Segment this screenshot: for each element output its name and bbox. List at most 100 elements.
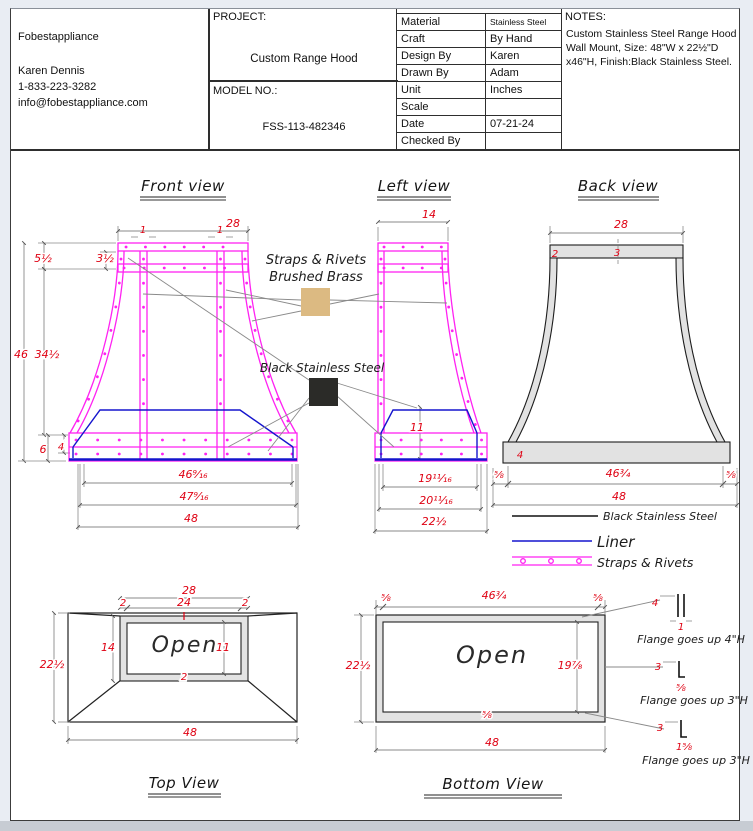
callout-leader-lines [127, 257, 448, 452]
bottom-view-open-label: Open [456, 641, 528, 669]
title-block-company-cell: Fobestappliance Karen Dennis 1-833-223-3… [11, 9, 208, 149]
top-dim-vent-width: 28 [182, 584, 196, 597]
notes-label: NOTES: [565, 11, 606, 23]
flange-2-glyph [678, 661, 685, 678]
front-dim-top-height: 5½ [34, 252, 52, 265]
bottom-view: Open ⅝ 46¾ ⅝ 22½ 19⁷⁄₈ ⅝ 48 Bottom View [344, 588, 608, 799]
front-dim-width-top: 28 [226, 217, 240, 230]
bottom-dim-depth: 22½ [346, 659, 371, 672]
top-dim-vent-inner-width: 24 [177, 596, 191, 609]
front-dim-strap-left: 1 [140, 225, 146, 236]
material-callouts: Straps & Rivets Brushed Brass Black Stai… [127, 253, 448, 452]
spec-label: Craft [401, 33, 425, 45]
spec-value: Stainless Steel [485, 14, 562, 30]
contact-name: Karen Dennis [18, 65, 85, 77]
title-block: Fobestappliance Karen Dennis 1-833-223-3… [11, 9, 739, 151]
back-dim-width-top: 28 [614, 218, 628, 231]
left-rivets [379, 245, 484, 456]
brushed-brass-swatch [301, 288, 330, 316]
back-dim-corner: 2 [552, 249, 558, 260]
flange-2-note: Flange goes up 3"H [640, 694, 748, 707]
left-dim-depth-top: 14 [422, 208, 436, 221]
front-dim-strap-right: 1 [217, 225, 223, 236]
left-dim-liner-height: 11 [410, 421, 424, 434]
project-label: PROJECT: [213, 11, 267, 23]
contact-phone: 1-833-223-3282 [18, 81, 97, 93]
flange-3-note: Flange goes up 3"H [642, 754, 750, 767]
top-dim-vent-offset-left: 2 [120, 598, 126, 609]
legend-straps-label: Straps & Rivets [597, 555, 694, 570]
spec-value: Inches [485, 82, 562, 98]
back-dimension-lines [490, 226, 740, 508]
bottom-dim-opening-width: 46¾ [482, 589, 507, 602]
front-hood-outline [68, 242, 298, 462]
top-dim-vent-offset-right: 2 [242, 598, 248, 609]
flange-3-width-dim: 3 [657, 723, 663, 734]
flange-2-width-dim: 3 [655, 662, 661, 673]
flange-detail-1: 4 1 Flange goes up 4"H [581, 594, 745, 646]
top-dimension-lines [51, 595, 300, 744]
flange-1-note: Flange goes up 4"H [637, 633, 745, 646]
front-dim-band-height: 3½ [96, 252, 114, 265]
spec-label: Design By [401, 50, 452, 62]
front-dim-body-height: 34½ [35, 348, 60, 361]
top-view-outline [67, 612, 298, 723]
flange-3-glyph [680, 720, 687, 738]
spec-value [485, 133, 562, 149]
left-liner [375, 409, 487, 461]
top-view: Open 28 2 24 2 14 11 2 22½ 48 Top [38, 584, 300, 798]
flange-detail-3: 3 1⅝ Flange goes up 3"H [584, 712, 750, 767]
left-dim-depth-inner: 19¹¹⁄₁₆ [418, 472, 452, 485]
front-dim-total-height: 46 [14, 348, 28, 361]
notes-text: Custom Stainless Steel Range Hood Wall M… [566, 28, 737, 68]
spec-label: Unit [401, 84, 421, 96]
flange-details: 4 1 Flange goes up 4"H 3 ⅝ Flange goes u… [581, 594, 750, 767]
spec-value: By Hand [485, 31, 562, 47]
spec-value: 07-21-24 [485, 116, 562, 132]
left-view-title: Left view [378, 177, 451, 195]
left-hood-outline [374, 242, 488, 462]
project-model-divider [210, 80, 398, 82]
model-number: FSS-113-482346 [262, 121, 346, 133]
brass-callout-line1: Straps & Rivets [266, 253, 367, 268]
flange-1-width-dim: 4 [652, 598, 658, 609]
left-dim-depth-outer: 22½ [422, 515, 447, 528]
model-label: MODEL NO.: [213, 85, 278, 97]
brass-callout-line2: Brushed Brass [269, 270, 363, 285]
bottom-dim-flange-right: ⅝ [593, 593, 603, 604]
front-dim-width-mid: 47⁹⁄₁₆ [179, 490, 209, 503]
back-dim-skirt: 4 [517, 450, 523, 461]
back-dim-flange-right: ⅝ [726, 470, 736, 481]
top-dim-lip: 2 [181, 672, 187, 683]
legend-straps-line [512, 556, 592, 566]
bottom-dimension-lines [354, 600, 608, 753]
front-liner [69, 409, 297, 461]
back-view-title: Back view [578, 177, 658, 195]
front-dim-strap-band-height: 4 [58, 442, 64, 453]
bottom-dim-opening-depth: 19⁷⁄₈ [558, 659, 583, 672]
front-dimension-lines [18, 226, 301, 530]
title-block-project-cell: PROJECT: Custom Range Hood MODEL NO.: FS… [208, 9, 398, 149]
flange-2-base-dim: ⅝ [676, 683, 686, 694]
company-name: Fobestappliance [18, 31, 99, 43]
front-view: Front view [13, 177, 301, 530]
top-dim-vent-depth: 14 [101, 641, 115, 654]
top-dim-vent-inner-depth: 11 [216, 641, 230, 654]
contact-email: info@fobestappliance.com [18, 97, 148, 109]
flange-detail-2: 3 ⅝ Flange goes up 3"H [605, 661, 748, 707]
spec-value: Adam [485, 65, 562, 81]
flange-3-base-dim: 1⅝ [676, 742, 692, 753]
front-view-title: Front view [141, 177, 225, 195]
table-row: Unit Inches [397, 81, 562, 98]
table-row: Checked By [397, 132, 562, 149]
top-view-open-label: Open [152, 633, 219, 658]
back-dim-band: 3 [614, 248, 620, 259]
legend-steel-label: Black Stainless Steel [603, 510, 717, 523]
bottom-dim-flange-left: ⅝ [381, 593, 391, 604]
back-view: Back view 28 2 3 4 [490, 177, 740, 508]
front-dim-width-outer: 48 [184, 512, 198, 525]
table-row: Scale [397, 98, 562, 115]
